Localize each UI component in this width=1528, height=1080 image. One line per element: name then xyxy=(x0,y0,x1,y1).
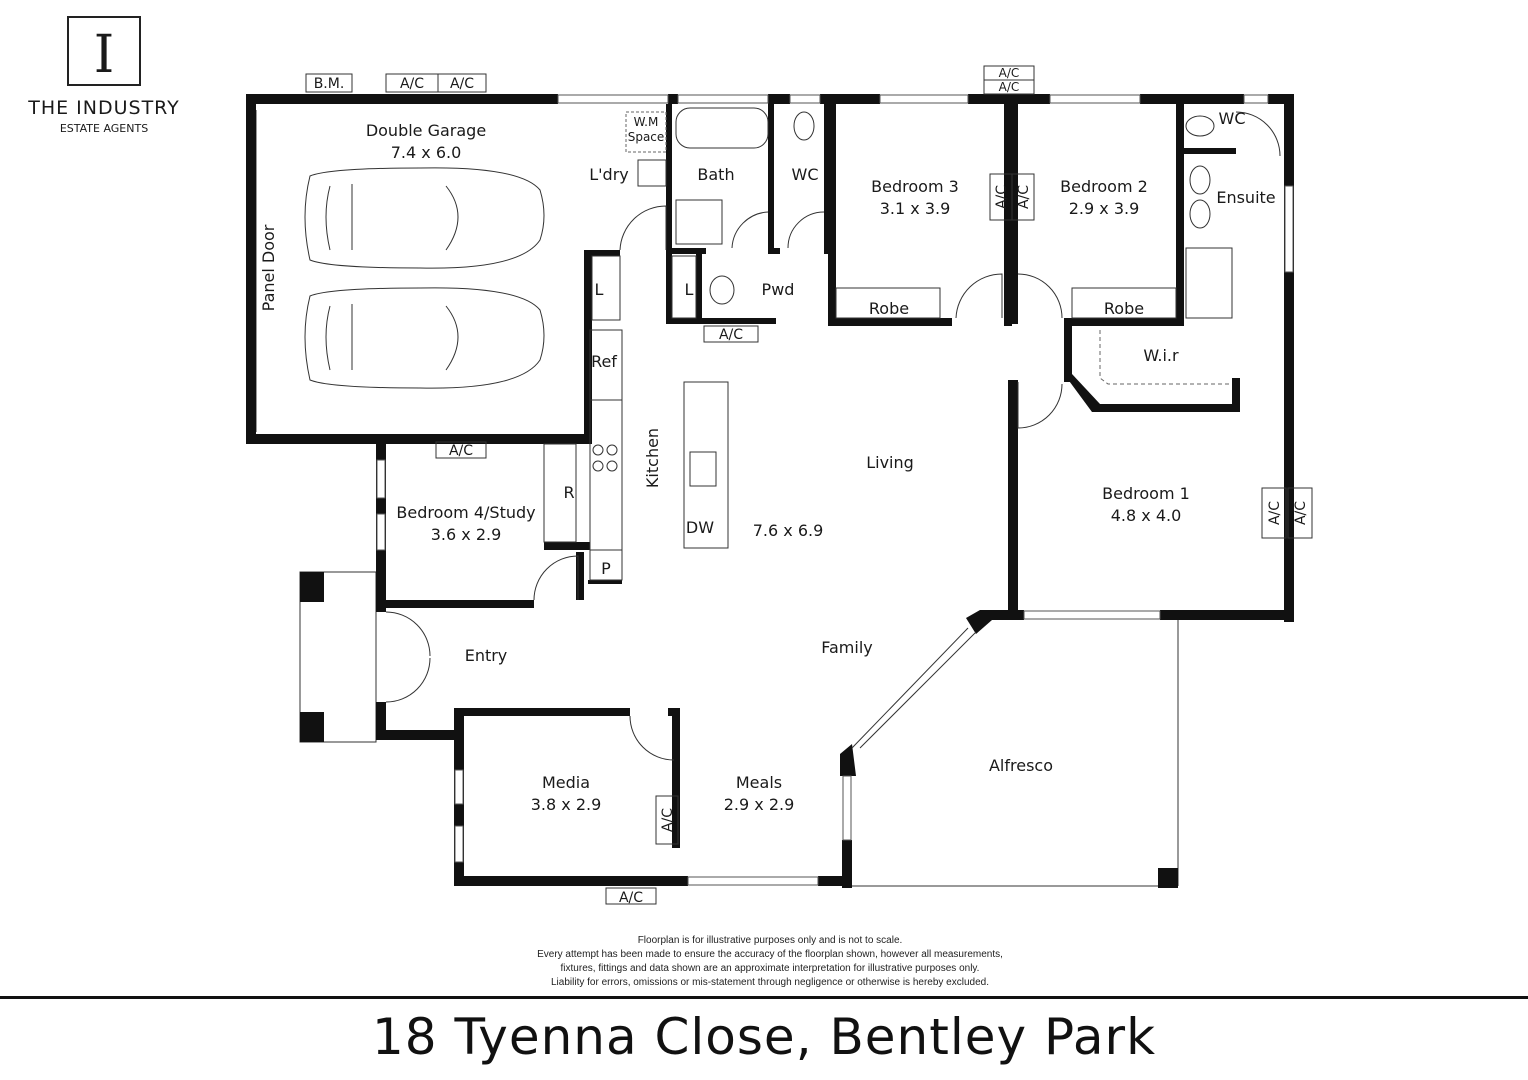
bath-label: Bath xyxy=(697,165,734,184)
ac-label: A/C xyxy=(619,890,643,906)
sink-icon xyxy=(689,451,717,487)
media-label: Media xyxy=(542,773,590,792)
ensuite-label: Ensuite xyxy=(1216,188,1275,207)
fixtures xyxy=(304,107,1233,581)
sink-icon xyxy=(637,159,667,187)
shower-icon xyxy=(1185,247,1233,319)
ac-label: A/C xyxy=(1293,501,1309,525)
kitchen-label: Kitchen xyxy=(643,428,662,488)
logo-frame xyxy=(67,16,141,86)
basin-icon xyxy=(1189,199,1211,229)
ac-markers: A/C A/C B.M. A/C A/C A/C A/C A/C A/C A/C… xyxy=(305,65,1313,906)
ac-label: A/C xyxy=(449,443,473,459)
logo-tagline: ESTATE AGENTS xyxy=(60,122,148,135)
ac-label: A/C xyxy=(994,185,1010,209)
dishwasher-label: DW xyxy=(686,518,714,537)
entry-label: Entry xyxy=(465,646,508,665)
family-label: Family xyxy=(821,638,872,657)
living-size: 7.6 x 6.9 xyxy=(753,521,824,540)
walk-in-robe-label: W.i.r xyxy=(1143,346,1179,365)
disclaimer: Floorplan is for illustrative purposes o… xyxy=(420,934,1120,990)
bedroom-1-label: Bedroom 1 xyxy=(1102,484,1190,503)
bm-label: B.M. xyxy=(314,76,345,92)
laundry-label: L'dry xyxy=(589,165,629,184)
bedroom-1-size: 4.8 x 4.0 xyxy=(1111,506,1182,525)
bedroom-3-size: 3.1 x 3.9 xyxy=(880,199,951,218)
bedroom-2-label: Bedroom 2 xyxy=(1060,177,1148,196)
kitchen-island xyxy=(683,381,729,549)
ac-label: A/C xyxy=(450,76,474,92)
robe-label: Robe xyxy=(869,299,909,318)
room-labels: Double Garage 7.4 x 6.0 Panel Door W.M S… xyxy=(259,109,1276,814)
wc-label: WC xyxy=(792,165,819,184)
property-address: 18 Tyenna Close, Bentley Park xyxy=(371,1008,1157,1066)
bedroom-2-size: 2.9 x 3.9 xyxy=(1069,199,1140,218)
logo-company: THE INDUSTRY xyxy=(27,97,180,119)
bedroom-4-label: Bedroom 4/Study xyxy=(396,503,535,522)
wm-space-label: Space xyxy=(628,130,665,144)
door-swings xyxy=(385,111,1281,761)
divider-rule xyxy=(0,996,1528,999)
disclaimer-line: Every attempt has been made to ensure th… xyxy=(537,949,1003,960)
ensuite-wc-label: WC xyxy=(1219,109,1246,128)
walls xyxy=(246,94,1294,888)
ac-label: A/C xyxy=(660,808,676,832)
bathtub-icon xyxy=(675,107,769,149)
toilet-icon xyxy=(1185,115,1215,137)
disclaimer-line: Liability for errors, omissions or mis-s… xyxy=(551,977,989,988)
bedroom-3-label: Bedroom 3 xyxy=(871,177,959,196)
logo-mark: I xyxy=(94,25,115,85)
car-icon xyxy=(304,167,545,269)
agency-logo: I THE INDUSTRY ESTATE AGENTS xyxy=(27,16,180,135)
ac-label: A/C xyxy=(1016,185,1032,209)
pantry-label: P xyxy=(601,559,611,578)
floorplan: I THE INDUSTRY ESTATE AGENTS xyxy=(27,16,1313,906)
linen-label: L xyxy=(685,280,694,299)
shower-icon xyxy=(675,199,723,245)
wm-space-label: W.M xyxy=(634,115,659,129)
toilet-icon xyxy=(793,111,815,141)
panel-door-label: Panel Door xyxy=(259,224,278,311)
ac-label: A/C xyxy=(400,76,424,92)
alfresco-label: Alfresco xyxy=(989,756,1053,775)
linen-label: L xyxy=(595,280,604,299)
basin-icon xyxy=(709,275,735,305)
robe-r-label: R xyxy=(563,483,574,502)
ac-label: A/C xyxy=(999,66,1020,80)
ac-label: A/C xyxy=(999,80,1020,94)
disclaimer-line: Floorplan is for illustrative purposes o… xyxy=(637,935,903,946)
bedroom-4-size: 3.6 x 2.9 xyxy=(431,525,502,544)
media-size: 3.8 x 2.9 xyxy=(531,795,602,814)
meals-label: Meals xyxy=(736,773,782,792)
windows xyxy=(376,94,1294,886)
ac-label: A/C xyxy=(1267,501,1283,525)
living-label: Living xyxy=(866,453,914,472)
ac-label: A/C xyxy=(719,327,743,343)
garage-label: Double Garage xyxy=(366,121,486,140)
robe-label: Robe xyxy=(1104,299,1144,318)
car-icon xyxy=(304,287,545,389)
disclaimer-line: fixtures, fittings and data shown are an… xyxy=(560,963,980,974)
powder-room-label: Pwd xyxy=(762,280,795,299)
basin-icon xyxy=(1189,165,1211,195)
meals-size: 2.9 x 2.9 xyxy=(724,795,795,814)
fridge-label: Ref xyxy=(591,352,617,371)
garage-size: 7.4 x 6.0 xyxy=(391,143,462,162)
